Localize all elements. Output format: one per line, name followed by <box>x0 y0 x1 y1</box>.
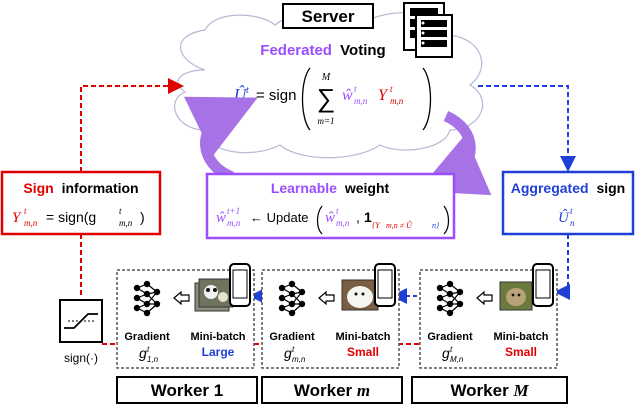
server-title: Server <box>302 7 355 26</box>
hollow-arrow-icon <box>476 290 493 306</box>
svg-text:t: t <box>570 206 573 216</box>
worker-name-label: Worker m <box>294 381 370 400</box>
svg-text:m,n: m,n <box>227 218 241 228</box>
smartphone-icon <box>532 263 554 307</box>
batch-size-label: Large <box>202 345 235 359</box>
worker-name-3: Worker M <box>411 376 568 404</box>
svg-text:Y: Y <box>12 210 22 226</box>
mini-batch-label: Mini-batch <box>336 331 391 343</box>
svg-text:t: t <box>246 85 249 96</box>
svg-text:n: n <box>570 218 575 228</box>
server-box <box>282 3 374 29</box>
gradient-sub: m,n <box>292 355 306 364</box>
gradient-sup: t <box>147 345 150 354</box>
purple-arrow-right <box>417 110 492 196</box>
svg-text:,: , <box>356 209 360 225</box>
server-icon <box>403 2 453 58</box>
svg-text:← Update: ← Update <box>250 210 309 225</box>
batch-size-label: Small <box>505 345 537 359</box>
worker-name-label: Worker M <box>450 381 529 400</box>
svg-text:t+1: t+1 <box>227 206 240 216</box>
svg-text:= sign: = sign <box>256 87 296 104</box>
svg-text:m,n ≠ Û: m,n ≠ Û <box>386 220 413 230</box>
voting-title: Federated Voting <box>260 42 385 59</box>
purple-arrow-left <box>183 96 258 183</box>
svg-text:t: t <box>24 206 27 216</box>
gradient-symbol: g <box>139 345 147 361</box>
svg-text:m,n: m,n <box>336 218 350 228</box>
sign-function-label: sign(·) <box>64 351 98 365</box>
svg-text:= sign(g: = sign(g <box>46 209 96 225</box>
mini-batch-label: Mini-batch <box>494 331 549 343</box>
red-dashed-uplink <box>80 78 184 172</box>
gradient-sup: t <box>292 345 295 354</box>
svg-text:n}: n} <box>432 221 440 230</box>
svg-text:m,n: m,n <box>119 218 133 228</box>
svg-text:1: 1 <box>364 209 372 225</box>
svg-text:∑: ∑ <box>317 83 336 113</box>
aggregated-equation: Û t n <box>558 206 575 228</box>
neural-network-icon <box>436 280 464 317</box>
batch-size-label: Small <box>347 345 379 359</box>
svg-text:{Y: {Y <box>372 221 381 230</box>
worker-name-1: Worker 1 <box>116 376 258 404</box>
svg-text:ŵ: ŵ <box>342 87 353 104</box>
gradient-symbol: g <box>284 345 292 361</box>
learnable-weight-box <box>205 172 456 240</box>
hollow-arrow-icon <box>318 290 335 306</box>
svg-text:t: t <box>336 206 339 216</box>
smartphone-icon <box>229 263 251 307</box>
hollow-arrow-icon <box>173 290 190 306</box>
svg-text:m,n: m,n <box>390 96 404 106</box>
mini-batch-image <box>194 278 234 312</box>
blue-dashed-downlink <box>478 85 576 172</box>
gradient-sub: 1,n <box>147 355 159 364</box>
svg-text:m,n: m,n <box>354 96 368 106</box>
gradient-label: Gradient <box>124 331 170 343</box>
learnable-equation: ŵ t+1 m,n ← Update ŵ t m,n , 1 {Y m,n ≠ … <box>216 205 450 235</box>
svg-text:m=1: m=1 <box>317 116 334 126</box>
aggregated-title: Aggregated sign <box>511 180 625 196</box>
blue-dashed-to-workers <box>554 234 570 300</box>
aggregated-sign-box <box>501 170 635 236</box>
svg-text:t: t <box>390 84 393 94</box>
smartphone-icon <box>374 263 396 307</box>
mini-batch-image <box>499 281 533 311</box>
worker-name-label: Worker 1 <box>151 381 223 400</box>
svg-text:t: t <box>119 206 122 216</box>
svg-text:ŵ: ŵ <box>325 210 335 226</box>
svg-text:Û: Û <box>558 209 570 226</box>
neural-network-icon <box>133 280 161 317</box>
sign-info-title: Sign information <box>23 180 138 196</box>
svg-text:m,n: m,n <box>24 218 38 228</box>
gradient-symbol: g <box>442 345 450 361</box>
mini-batch-image <box>341 279 379 311</box>
gradient-sup: t <box>450 345 453 354</box>
voting-equation: Û t n = sign M ∑ m=1 ŵ t m,n Y t m,n <box>234 67 432 131</box>
gradient-label: Gradient <box>269 331 315 343</box>
svg-text:t: t <box>354 84 357 94</box>
svg-text:): ) <box>140 209 145 225</box>
svg-text:Y: Y <box>378 87 389 104</box>
worker-name-2: Worker m <box>261 376 403 404</box>
neural-network-icon <box>278 280 306 317</box>
gradient-label: Gradient <box>427 331 473 343</box>
learnable-title: Learnable weight <box>271 180 390 196</box>
gradient-sub: M,n <box>450 355 464 364</box>
sign-info-equation: Y t m,n = sign(g t m,n ) <box>12 206 145 228</box>
svg-text:M: M <box>321 72 331 83</box>
svg-text:ŵ: ŵ <box>216 210 226 226</box>
mini-batch-label: Mini-batch <box>191 331 246 343</box>
svg-text:n: n <box>246 97 251 108</box>
